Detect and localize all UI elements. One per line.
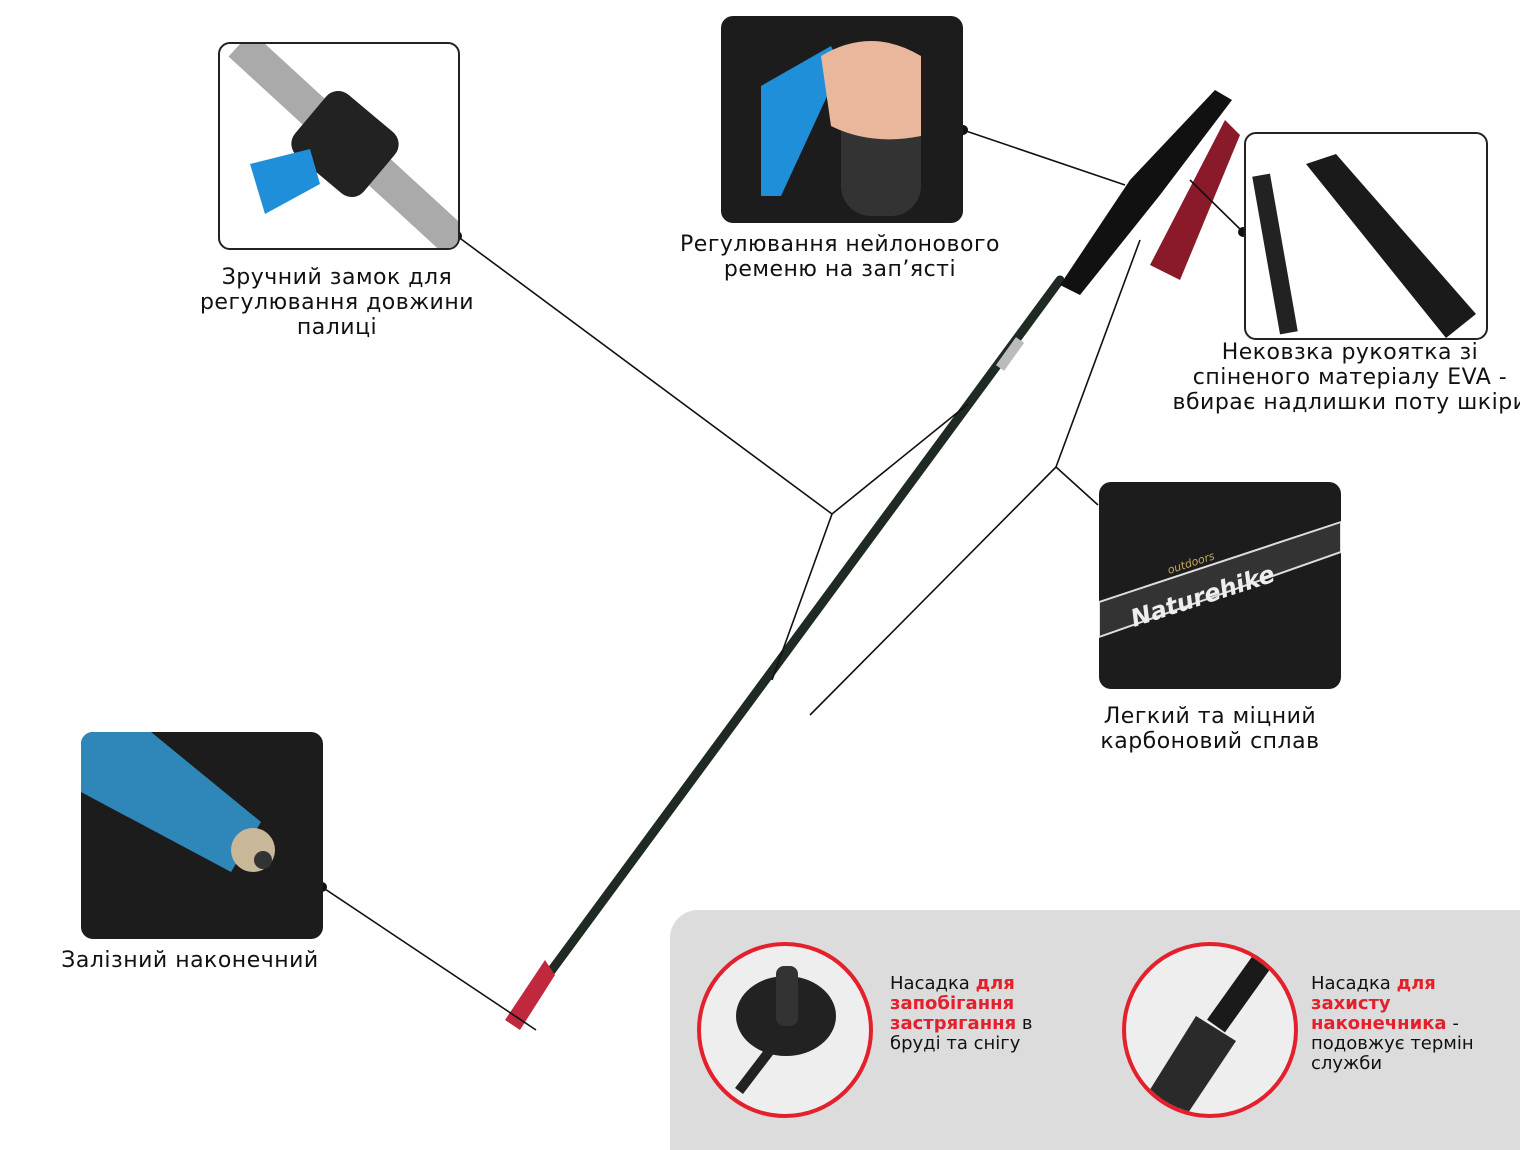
accessory-text-mud-basket: Насадка для запобігання застрягання в бр…: [890, 974, 1060, 1054]
trekking-pole: [505, 90, 1240, 1030]
leader-lines: [321, 129, 1244, 1031]
accessory-suffix: - подовжує термін служби: [1311, 1013, 1474, 1074]
mud-basket-image: [697, 942, 873, 1118]
caption-tip: Залізний наконечний: [61, 948, 319, 973]
tip-protector-image: [1122, 942, 1298, 1118]
accessory-highlight: для запобігання застрягання: [890, 973, 1017, 1034]
strap-photo: [721, 16, 963, 223]
accessory-text-tip-protector: Насадка для захисту наконечника - подовж…: [1311, 974, 1481, 1074]
accessory-highlight: для захисту наконечника: [1311, 973, 1447, 1034]
accessory-prefix: Насадка: [1311, 973, 1397, 994]
pole-grip: [1060, 90, 1232, 295]
pole-basket: [505, 960, 555, 1030]
tip-photo: [81, 732, 323, 939]
accessory-prefix: Насадка: [890, 973, 976, 994]
accessory-suffix: в бруді та снігу: [890, 1013, 1033, 1054]
caption-lock: Зручний замок для регулювання довжини па…: [199, 265, 475, 340]
lock-photo: [218, 42, 460, 250]
caption-carbon: Легкий та міцний карбоновий сплав: [1100, 704, 1320, 754]
grip-photo: [1244, 132, 1488, 340]
caption-strap: Регулювання нейлонового ременю на зап’яс…: [680, 232, 1000, 282]
lock-lever-icon: [250, 149, 320, 214]
caption-grip: Нековзка рукоятка зі спіненого матеріалу…: [1172, 340, 1520, 415]
carbon-photo: Naturehike outdoors: [1099, 482, 1341, 689]
wrist-strap: [1150, 120, 1240, 280]
